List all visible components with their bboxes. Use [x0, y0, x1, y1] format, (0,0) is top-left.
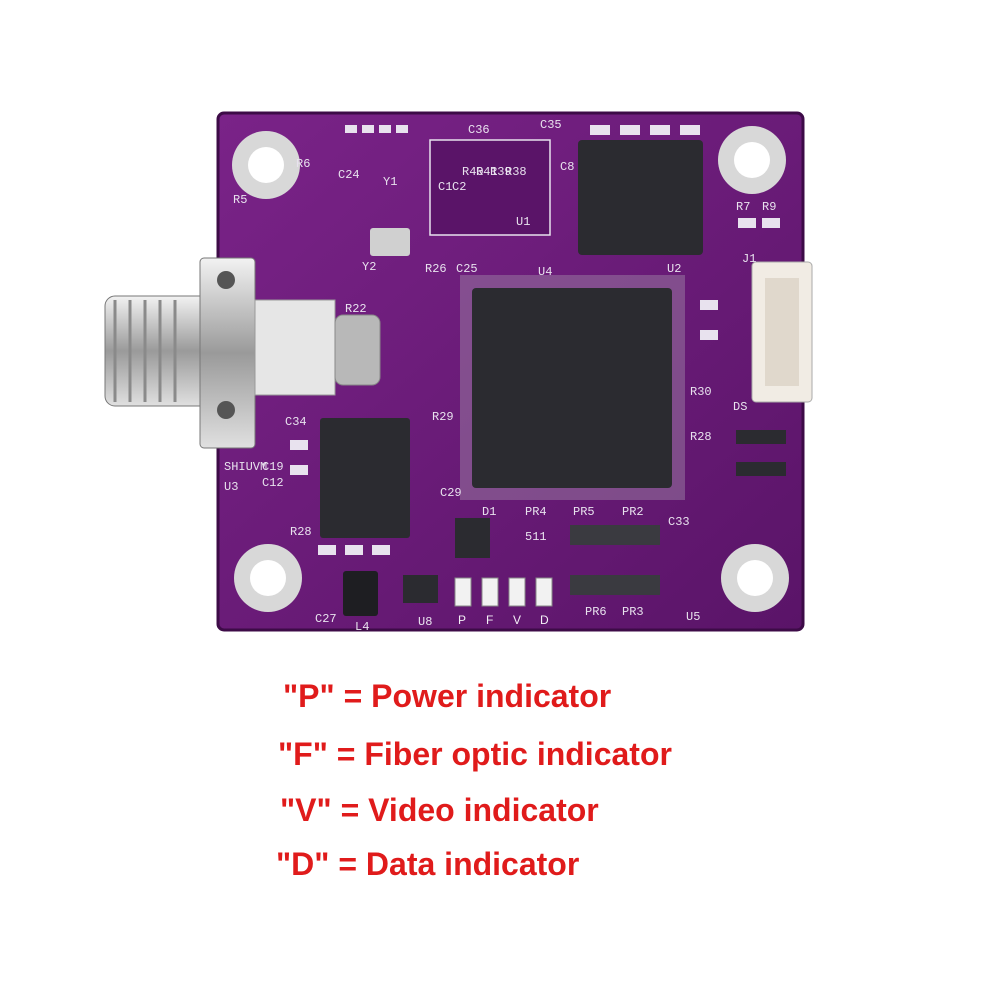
legend-fiber-optic: "F" = Fiber optic indicator: [278, 736, 672, 772]
mounting-hole-top-right: [718, 126, 786, 194]
led-v: [508, 577, 526, 607]
inductor-l4: [343, 571, 378, 616]
silk-j1: J1: [742, 252, 756, 266]
mounting-hole-top-left: [232, 131, 300, 199]
silk-shiuvm: SHIUVM: [224, 460, 267, 474]
silk-c35: C35: [540, 118, 562, 132]
led-label-p: P: [458, 613, 466, 627]
silk-r38: R38: [505, 165, 527, 179]
chip-u1: [429, 139, 551, 236]
silk-c1: C1: [438, 180, 452, 194]
silk-r7: R7: [736, 200, 750, 214]
silk-pr5: PR5: [573, 505, 595, 519]
led-label-v: V: [513, 613, 521, 627]
led-f: [481, 577, 499, 607]
silk-r28: R28: [690, 430, 712, 444]
silk-r26: R26: [425, 262, 447, 276]
silk-l4: L4: [355, 620, 369, 634]
silk-c8: C8: [560, 160, 574, 174]
crystal-y1: [370, 228, 410, 256]
silk-c27: C27: [315, 612, 337, 626]
led-d: [535, 577, 553, 607]
silk-c2: C2: [452, 180, 466, 194]
silk-c19: C19: [262, 460, 284, 474]
silk-c29: C29: [440, 486, 462, 500]
main-processor-chip: [460, 275, 685, 500]
silk-r6: R6: [296, 157, 310, 171]
fiber-optic-connector: [104, 257, 381, 449]
silk-d1: D1: [482, 505, 496, 519]
silk-pr3: PR3: [622, 605, 644, 619]
silk-pr6: PR6: [585, 605, 607, 619]
silk-pr2: PR2: [622, 505, 644, 519]
led-label-f: F: [486, 613, 493, 627]
silk-r5: R5: [233, 193, 247, 207]
silk-c25: C25: [456, 262, 478, 276]
silk-r30: R30: [690, 385, 712, 399]
silk-code511: 511: [525, 530, 547, 544]
pcb-photo: C36 C35 R6 C24 Y1 R38 R39 R41 R40 C2 C1 …: [104, 111, 813, 634]
silk-r28b: R28: [290, 525, 312, 539]
small-components: [290, 125, 786, 595]
silk-c34: C34: [285, 415, 307, 429]
legend-video: "V" = Video indicator: [280, 792, 599, 828]
regulator-u8: [403, 575, 438, 603]
silk-u3: U3: [224, 480, 238, 494]
silk-y1: Y1: [383, 175, 397, 189]
silk-u5: U5: [686, 610, 700, 624]
led-label-d: D: [540, 613, 549, 627]
silk-c33: C33: [668, 515, 690, 529]
legend-data: "D" = Data indicator: [276, 846, 580, 882]
legend-power: "P" = Power indicator: [283, 678, 612, 714]
chip-u3: [320, 418, 410, 538]
silk-r29: R29: [432, 410, 454, 424]
mounting-hole-bottom-left: [234, 544, 302, 612]
silk-r22: R22: [345, 302, 367, 316]
silk-u8: U8: [418, 615, 432, 629]
silk-u4: U4: [538, 265, 552, 279]
silk-r41: R41: [476, 165, 498, 179]
diode-d1: [455, 518, 490, 558]
silk-r40: R40: [462, 165, 484, 179]
silk-c12: C12: [262, 476, 284, 490]
silk-pr4: PR4: [525, 505, 547, 519]
silk-c36: C36: [468, 123, 490, 137]
silk-r9: R9: [762, 200, 776, 214]
led-p: [454, 577, 472, 607]
mounting-hole-bottom-right: [721, 544, 789, 612]
silk-r39: R39: [490, 165, 512, 179]
chip-u2: [578, 140, 703, 255]
silk-y2: Y2: [362, 260, 376, 274]
silk-u2: U2: [667, 262, 681, 276]
silk-c24: C24: [338, 168, 360, 182]
silk-ds: DS: [733, 400, 747, 414]
silk-u1: U1: [516, 215, 530, 229]
led-legend: "P" = Power indicator "F" = Fiber optic …: [0, 668, 1000, 898]
connector-j1: [751, 261, 813, 403]
